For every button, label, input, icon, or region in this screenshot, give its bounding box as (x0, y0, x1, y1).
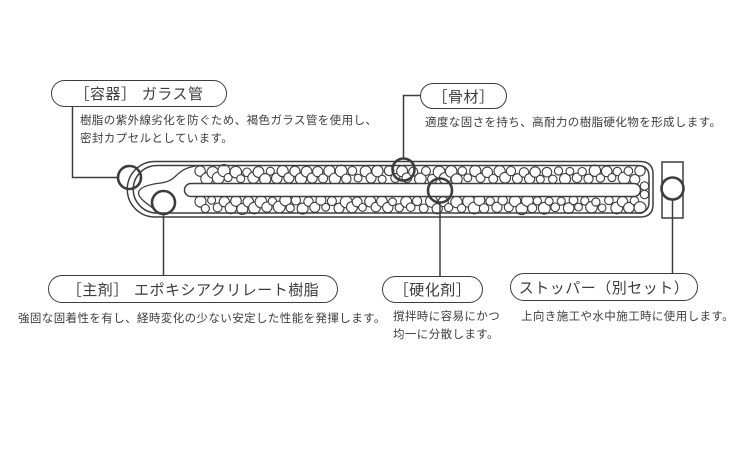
stopper-label-pill: ストッパー（別セット） (510, 273, 698, 301)
hardener-marker-circle (426, 177, 454, 204)
hardener-label: ［硬化剤］ (393, 281, 472, 299)
hardener-description-line1: 撹拌時に容易にかつ (393, 309, 501, 323)
hardener-label-pill: ［硬化剤］ (382, 276, 483, 303)
container-description-line1: 樹脂の紫外線劣化を防ぐため、褐色ガラス管を使用し、 (80, 113, 378, 127)
container-label: ［容器］ ガラス管 (74, 85, 204, 103)
hardener-description-line2: 均一に分散します。 (393, 327, 499, 341)
container-marker-circle (116, 164, 143, 191)
capsule-inner-wall (132, 164, 650, 214)
container-label-pill: ［容器］ ガラス管 (51, 80, 227, 107)
aggregate-connector-line (402, 94, 420, 159)
stopper-marker-circle (660, 176, 685, 201)
aggregate-marker-circle (391, 157, 416, 182)
stopper-description: 上向き施工や水中施工時に使用します。 (521, 307, 734, 325)
capsule-outer-wall (126, 160, 654, 218)
hardener-description: 撹拌時に容易にかつ 均一に分散します。 (393, 307, 500, 343)
aggregate-label: ［骨材］ (432, 87, 495, 106)
inner-tube (183, 182, 642, 198)
main-agent-marker-circle (150, 189, 177, 216)
stopper-label: ストッパー（別セット） (518, 278, 690, 297)
stopper-description-line1: 上向き施工や水中施工時に使用します。 (521, 309, 735, 323)
container-description-line2: 密封カプセルとしています。 (80, 131, 234, 145)
main-agent-label-pill: ［主剤］ エポキシアクリレート樹脂 (48, 275, 338, 303)
container-connector-line (71, 107, 119, 179)
aggregate-description: 適度な固さを持ち、高耐力の樹脂硬化物を形成します。 (425, 113, 721, 131)
main-agent-label: ［主剤］ エポキシアクリレート樹脂 (66, 280, 320, 299)
main-agent-description-line1: 強固な固着性を有し、経時変化の少ない安定した性能を発揮します。 (18, 311, 386, 325)
aggregate-label-pill: ［骨材］ (420, 83, 507, 109)
container-description: 樹脂の紫外線劣化を防ぐため、褐色ガラス管を使用し、 密封カプセルとしています。 (80, 111, 377, 147)
resin-boundary-line (137, 165, 197, 214)
aggregate-description-line1: 適度な固さを持ち、高耐力の樹脂硬化物を形成します。 (425, 115, 722, 129)
main-agent-description: 強固な固着性を有し、経時変化の少ない安定した性能を発揮します。 (18, 309, 386, 327)
